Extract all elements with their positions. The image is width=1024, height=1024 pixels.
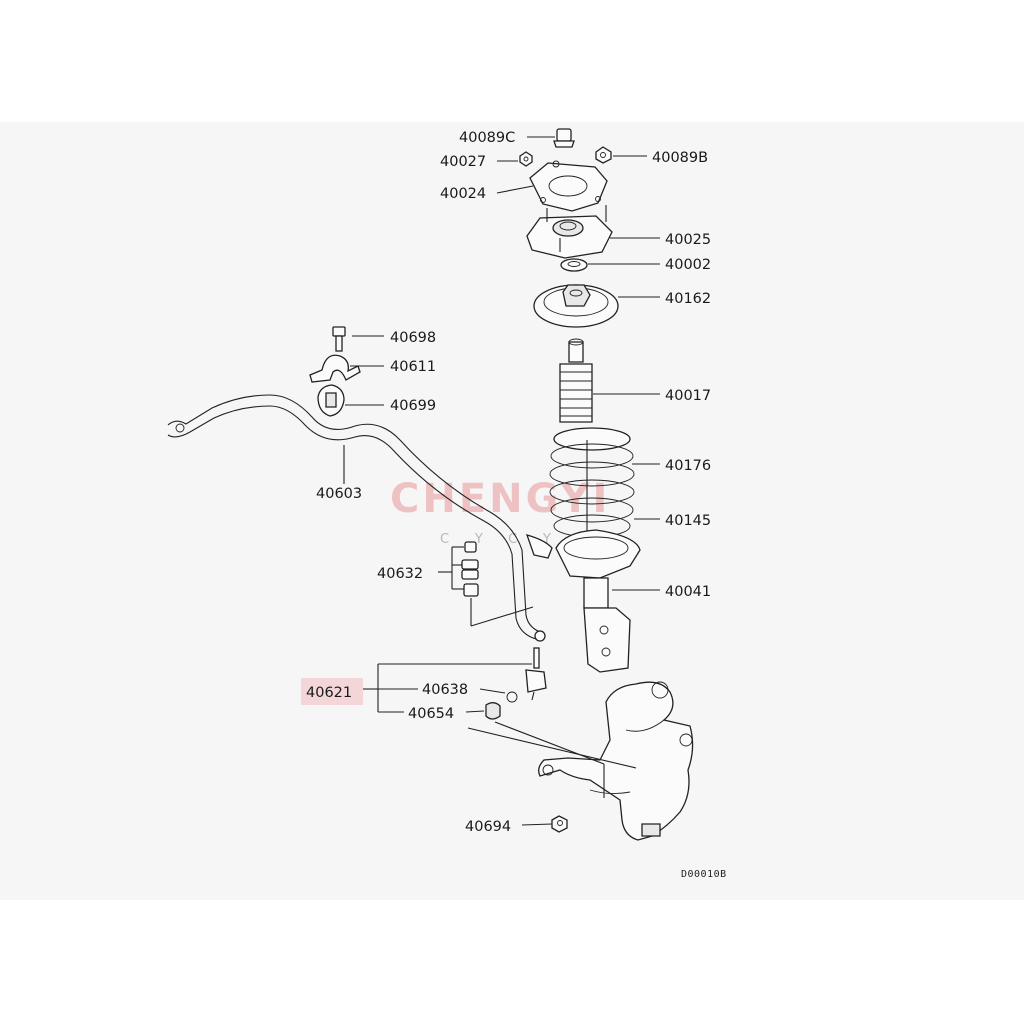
label-40089b: 40089B — [652, 150, 708, 166]
watermark: CHENGYI CYCY — [390, 476, 610, 547]
stabilizer-bar-40603 — [167, 394, 553, 642]
label-40638: 40638 — [422, 682, 468, 698]
label-40621: 40621 — [306, 685, 352, 701]
leader-lines — [343, 136, 660, 826]
nut-40089b — [595, 146, 612, 164]
label-40145: 40145 — [665, 513, 711, 529]
bushings-40632 — [461, 541, 479, 597]
spring-seat-40162 — [533, 284, 619, 328]
label-40024: 40024 — [440, 186, 486, 202]
diagram-panel — [0, 122, 1024, 900]
diagram-code: D00010B — [681, 869, 727, 880]
label-40698: 40698 — [390, 330, 436, 346]
plate-40024 — [529, 160, 608, 212]
knuckle — [538, 681, 694, 841]
label-40654: 40654 — [408, 706, 454, 722]
boot-40654 — [485, 702, 501, 720]
bracket-40611 — [309, 354, 361, 383]
label-40699: 40699 — [390, 398, 436, 414]
label-40089c: 40089C — [459, 130, 515, 146]
nut-40089c — [553, 128, 575, 148]
label-40027: 40027 — [440, 154, 486, 170]
upper-mount-40025 — [526, 205, 613, 259]
label-40603: 40603 — [316, 486, 362, 502]
bushing-40699 — [317, 384, 345, 417]
highlight-box-40621 — [301, 678, 363, 705]
nut-40694 — [551, 815, 568, 833]
dust-boot-40017 — [559, 338, 593, 423]
washer-40027 — [519, 151, 533, 167]
strut-40041 — [555, 529, 641, 673]
label-40041: 40041 — [665, 584, 711, 600]
label-40025: 40025 — [665, 232, 711, 248]
label-40017: 40017 — [665, 388, 711, 404]
part-labels: 40089C 40027 40089B 40024 40025 40002 40… — [306, 130, 727, 880]
bearing-40002 — [560, 258, 588, 272]
stabilizer-link-40621 — [525, 647, 547, 701]
label-40694: 40694 — [465, 819, 511, 835]
bolt-40698 — [332, 326, 346, 352]
watermark-brand: CHENGYI — [390, 476, 610, 522]
label-40002: 40002 — [665, 257, 711, 273]
label-40632: 40632 — [377, 566, 423, 582]
label-40611: 40611 — [390, 359, 436, 375]
label-40162: 40162 — [665, 291, 711, 307]
clip-40638 — [506, 691, 518, 703]
label-40176: 40176 — [665, 458, 711, 474]
